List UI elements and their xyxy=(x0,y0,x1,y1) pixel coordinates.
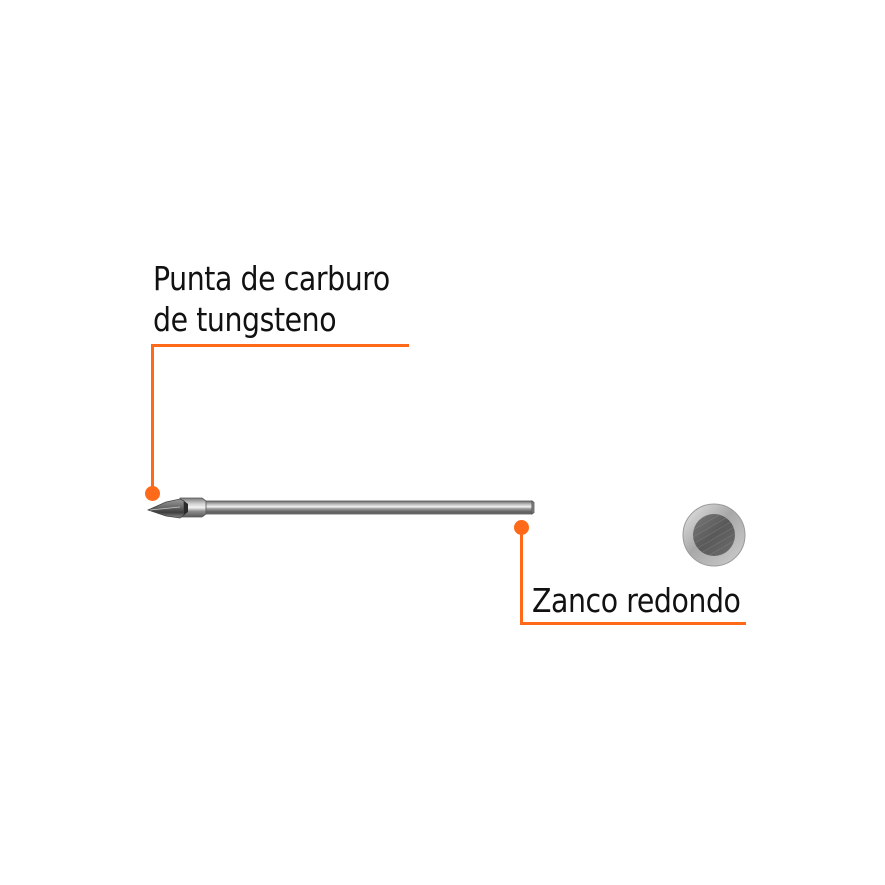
tip-callout-dot-icon xyxy=(145,486,160,501)
shank-label: Zanco redondo xyxy=(532,581,741,620)
round-shank-cross-section-icon xyxy=(682,503,746,567)
tip-label-line1: Punta de carburo xyxy=(153,259,390,298)
tip-callout-vertical-line xyxy=(151,344,154,492)
tip-label-line2: de tungsteno xyxy=(153,300,337,339)
shank-callout-horizontal-line xyxy=(520,622,746,625)
shank-callout-vertical-line xyxy=(520,527,523,625)
drill-bit-icon xyxy=(146,497,535,519)
tip-callout-horizontal-line xyxy=(151,344,409,347)
tip-label: Punta de carburo de tungsteno xyxy=(153,258,390,340)
